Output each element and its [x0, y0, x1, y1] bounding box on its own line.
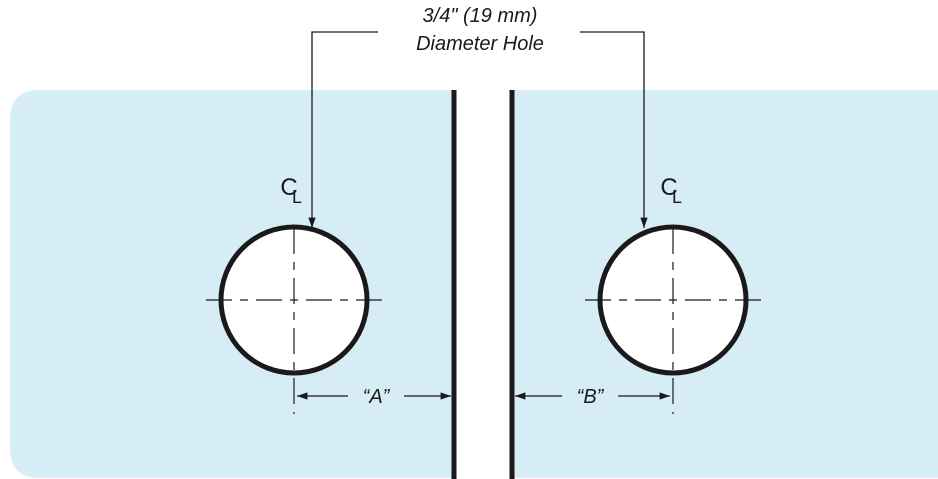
right-hole — [585, 224, 765, 414]
right-centerline-symbol-c: C — [660, 174, 677, 201]
left-centerline-symbol: C L — [280, 174, 302, 207]
left-centerline-symbol-c: C — [280, 174, 297, 201]
left-centerline-symbol-l: L — [292, 187, 302, 207]
dimension-a: “A” — [297, 386, 451, 408]
dimension-b-label: “B” — [577, 386, 605, 408]
right-callout-leader — [580, 31, 648, 228]
callout-line-2: Diameter Hole — [416, 33, 544, 55]
right-centerline-symbol: C L — [660, 174, 682, 207]
left-callout-leader — [308, 31, 378, 228]
left-hole — [206, 224, 384, 414]
dimension-a-label: “A” — [363, 386, 391, 408]
dimension-b: “B” — [515, 386, 670, 408]
callout-line-1: 3/4" (19 mm) — [423, 5, 538, 27]
right-centerline-symbol-l: L — [672, 187, 682, 207]
